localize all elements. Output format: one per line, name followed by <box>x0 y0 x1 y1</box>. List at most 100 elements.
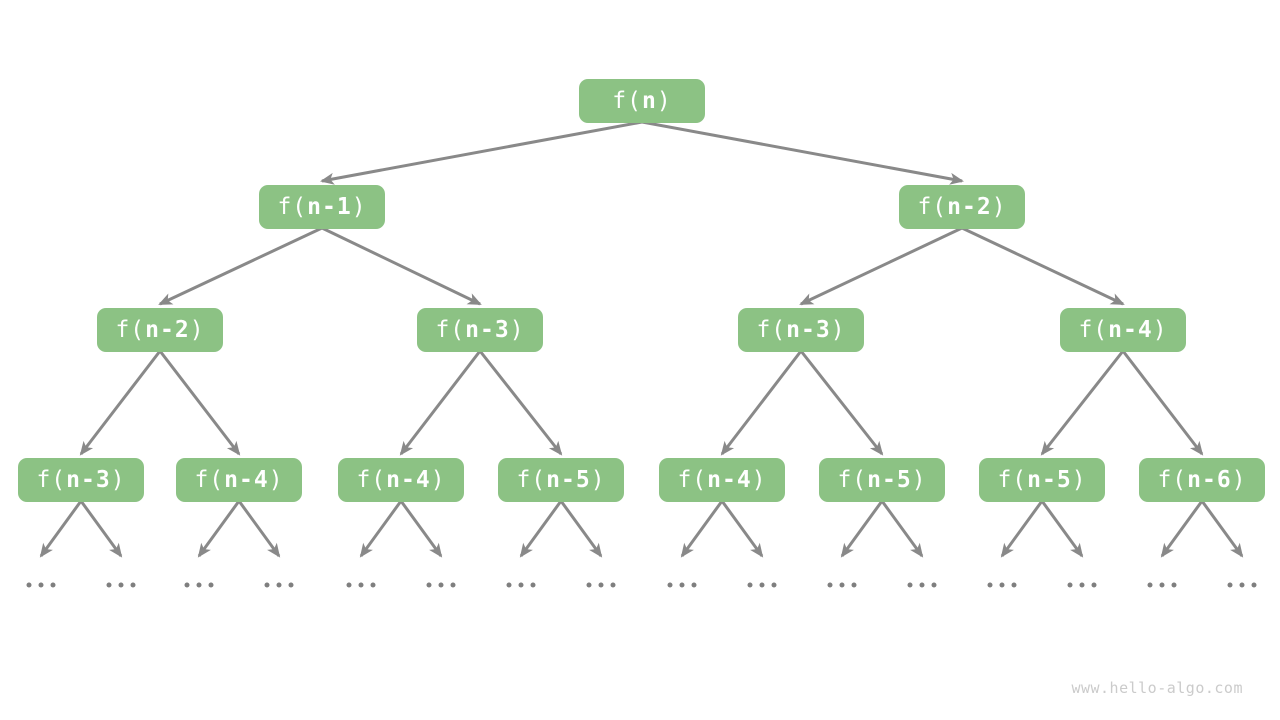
ellipsis-dot <box>184 582 190 588</box>
ellipsis-dot <box>130 582 136 588</box>
ellipsis-dot <box>586 582 592 588</box>
ellipsis-dot <box>426 582 432 588</box>
ellipsis-dot <box>438 582 444 588</box>
tree-node-fn-3: f(n-3) <box>417 308 543 352</box>
ellipsis-dot <box>346 582 352 588</box>
ellipsis-dot <box>1067 582 1073 588</box>
edge-arrow <box>320 120 643 185</box>
tree-node-fn-5: f(n-5) <box>979 458 1105 502</box>
edge-arrow <box>237 500 281 558</box>
ellipsis-node <box>667 582 697 588</box>
ellipsis-node <box>1227 582 1257 588</box>
ellipsis-dot <box>1147 582 1153 588</box>
ellipsis-dot <box>1227 582 1233 588</box>
edge-arrow <box>799 350 884 456</box>
edge-arrow <box>1121 350 1204 456</box>
edge-group <box>39 120 1244 558</box>
ellipsis-dot <box>691 582 697 588</box>
ellipsis-node <box>586 582 616 588</box>
tree-node-fn-5: f(n-5) <box>498 458 624 502</box>
ellipsis-node <box>26 582 56 588</box>
ellipsis-node <box>264 582 294 588</box>
ellipsis-dot <box>26 582 32 588</box>
tree-node-fn-4: f(n-4) <box>176 458 302 502</box>
edge-arrow <box>158 350 241 456</box>
ellipsis-dot <box>759 582 765 588</box>
tree-node-fn-6: f(n-6) <box>1139 458 1265 502</box>
tree-node-fn-4: f(n-4) <box>338 458 464 502</box>
ellipsis-dot <box>1171 582 1177 588</box>
edge-arrow <box>79 350 162 456</box>
edge-arrow <box>1040 500 1084 558</box>
ellipsis-node <box>747 582 777 588</box>
ellipsis-dot <box>1251 582 1257 588</box>
ellipsis-dot <box>118 582 124 588</box>
ellipsis-dot <box>370 582 376 588</box>
tree-node-fn-3: f(n-3) <box>18 458 144 502</box>
edge-arrow <box>1040 350 1125 456</box>
ellipsis-dot <box>598 582 604 588</box>
ellipsis-dot <box>851 582 857 588</box>
ellipsis-node <box>987 582 1017 588</box>
edge-arrow <box>519 500 563 558</box>
ellipsis-dot <box>987 582 993 588</box>
watermark-text: www.hello-algo.com <box>1071 679 1243 697</box>
tree-node-fn-3: f(n-3) <box>738 308 864 352</box>
tree-node-fn-4: f(n-4) <box>659 458 785 502</box>
edge-arrow <box>1000 500 1044 558</box>
edge-arrow <box>1200 500 1244 558</box>
edge-arrow <box>39 500 83 558</box>
ellipsis-node <box>506 582 536 588</box>
ellipsis-dot <box>196 582 202 588</box>
edge-arrow <box>79 500 123 558</box>
ellipsis-node <box>1147 582 1177 588</box>
ellipsis-dot <box>288 582 294 588</box>
ellipsis-dot <box>518 582 524 588</box>
tree-node-fn-2: f(n-2) <box>97 308 223 352</box>
ellipsis-dot <box>106 582 112 588</box>
ellipsis-dot <box>264 582 270 588</box>
ellipsis-dot <box>747 582 753 588</box>
edge-arrow <box>399 500 443 558</box>
ellipsis-dot <box>827 582 833 588</box>
edge-arrow <box>720 500 764 558</box>
ellipsis-node <box>106 582 136 588</box>
ellipsis-dot <box>506 582 512 588</box>
ellipsis-dot <box>1011 582 1017 588</box>
ellipsis-dot <box>771 582 777 588</box>
edge-arrow <box>799 226 963 306</box>
ellipsis-dot <box>679 582 685 588</box>
edge-arrow <box>1160 500 1204 558</box>
ellipsis-dot <box>1079 582 1085 588</box>
ellipsis-dot <box>38 582 44 588</box>
edge-arrow <box>321 226 482 306</box>
edge-arrow <box>961 226 1125 306</box>
tree-node-fn-1: f(n-1) <box>259 185 385 229</box>
tree-node-fn: f(n) <box>579 79 705 123</box>
ellipsis-dot <box>208 582 214 588</box>
ellipsis-dot <box>358 582 364 588</box>
ellipsis-dot <box>450 582 456 588</box>
ellipsis-node <box>184 582 214 588</box>
tree-node-fn-5: f(n-5) <box>819 458 945 502</box>
ellipsis-node <box>346 582 376 588</box>
ellipsis-dot <box>999 582 1005 588</box>
tree-node-fn-2: f(n-2) <box>899 185 1025 229</box>
ellipsis-node <box>426 582 456 588</box>
edge-arrow <box>158 226 323 306</box>
ellipsis-dot <box>907 582 913 588</box>
edge-arrow <box>880 500 924 558</box>
edge-arrow <box>641 120 964 185</box>
edge-arrow <box>197 500 241 558</box>
edge-arrow <box>840 500 884 558</box>
ellipsis-dot <box>1239 582 1245 588</box>
ellipsis-dot <box>50 582 56 588</box>
edge-arrow <box>478 350 563 456</box>
edge-arrow <box>720 350 803 456</box>
edge-arrow <box>680 500 724 558</box>
ellipsis-dot <box>919 582 925 588</box>
ellipsis-dot <box>276 582 282 588</box>
